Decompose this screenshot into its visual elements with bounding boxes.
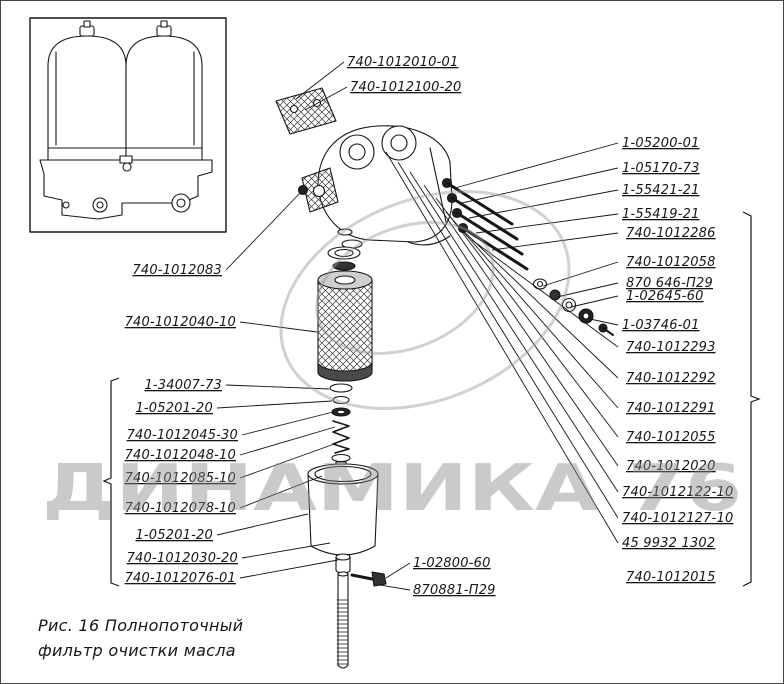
part-number-label: 740-1012076-01 — [125, 571, 236, 586]
part-number-label: 1-05201-20 — [135, 528, 213, 543]
watermark-text: ДИНАМИКА 76 — [42, 452, 742, 526]
watermark-swirl-outer — [279, 190, 571, 410]
sediment-bowl-drawing — [307, 463, 379, 574]
part-number-label: 740-1012083 — [132, 263, 222, 278]
part-number-label: 740-1012127-10 — [622, 511, 733, 526]
group-brackets — [102, 211, 761, 587]
caption-line-2: фильтр очистки масла — [38, 641, 236, 660]
part-number-label: 1-03746-01 — [622, 318, 700, 333]
part-number-label: 740-1012030-20 — [127, 551, 238, 566]
part-number-label: 740-1012055 — [626, 430, 716, 445]
drain-bolt-drawing — [350, 571, 387, 587]
part-number-label: 740-1012058 — [626, 255, 716, 270]
part-number-label: 740-1012045-30 — [127, 428, 238, 443]
watermark-swirl-inner — [315, 221, 495, 355]
part-number-label: 740-1012078-10 — [125, 501, 236, 516]
part-number-label: 740-1012020 — [626, 459, 716, 474]
part-number-label: 740-1012040-10 — [125, 315, 236, 330]
part-number-label: 1-55419-21 — [622, 207, 700, 222]
gasket-plate-drawing — [275, 87, 337, 135]
part-number-label: 1-05200-01 — [622, 136, 700, 151]
part-number-label: 870 646-П29 — [626, 276, 713, 291]
part-number-label: 870881-П29 — [413, 583, 496, 598]
part-number-label: 740-1012293 — [626, 340, 716, 355]
part-number-label: 1-05201-20 — [135, 401, 213, 416]
leader-lines — [216, 61, 619, 591]
part-number-label: 740-1012286 — [626, 226, 716, 241]
assembled-filter-inset-drawing — [29, 17, 227, 233]
caption-line-1: Рис. 16 Полнопоточный — [38, 616, 243, 635]
part-number-label: 1-02645-60 — [626, 289, 704, 304]
part-number-label: 1-02800-60 — [413, 556, 491, 571]
part-number-label: 740-1012015 — [626, 570, 716, 585]
part-number-label: 740-1012010-01 — [347, 55, 458, 70]
part-number-label: 740-1012085-10 — [125, 471, 236, 486]
part-number-label: 740-1012100-20 — [350, 80, 461, 95]
part-number-label: 1-05170-73 — [622, 161, 700, 176]
part-number-label: 1-55421-21 — [622, 183, 700, 198]
part-number-label: 740-1012291 — [626, 401, 716, 416]
part-number-label: 740-1012122-10 — [622, 485, 733, 500]
part-number-labels: 740-1012010-01 740-1012100-20 740-101208… — [125, 55, 734, 598]
part-number-label: 45 9932 1302 — [622, 536, 715, 551]
center-stud-drawing — [336, 571, 349, 669]
sealing-washers-drawing — [327, 228, 361, 271]
figure-caption: Рис. 16 Полнопоточный фильтр очистки мас… — [38, 616, 243, 660]
filter-housing-drawing — [297, 125, 453, 249]
watermark: ДИНАМИКА 76 — [42, 190, 742, 526]
part-number-label: 740-1012048-10 — [125, 448, 236, 463]
part-number-label: 740-1012292 — [626, 371, 716, 386]
filter-element-drawing — [317, 270, 373, 382]
part-number-label: 1-34007-73 — [144, 378, 222, 393]
